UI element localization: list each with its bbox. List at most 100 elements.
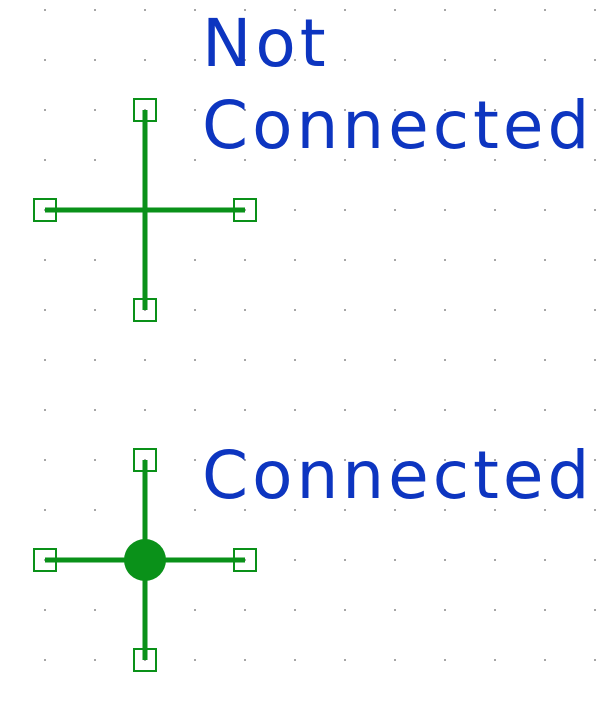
grid-dot — [594, 159, 596, 161]
grid-dot — [44, 159, 46, 161]
pin-top[interactable] — [133, 98, 157, 122]
grid-dot — [544, 209, 546, 211]
grid-dot — [294, 159, 296, 161]
grid-dot — [94, 509, 96, 511]
grid-dot — [494, 259, 496, 261]
grid-dot — [544, 309, 546, 311]
pin-bottom[interactable] — [133, 298, 157, 322]
grid-dot — [94, 159, 96, 161]
grid-dot — [594, 359, 596, 361]
grid-dot — [394, 659, 396, 661]
grid-dot — [44, 509, 46, 511]
pin-left[interactable] — [33, 198, 57, 222]
label-not: Not — [202, 5, 330, 82]
grid-dot — [594, 109, 596, 111]
grid-dot — [544, 159, 546, 161]
grid-dot — [294, 659, 296, 661]
grid-dot — [294, 109, 296, 111]
grid-dot — [244, 259, 246, 261]
grid-dot — [594, 459, 596, 461]
grid-dot — [394, 209, 396, 211]
crossing-connected[interactable] — [33, 448, 257, 672]
grid-dot — [544, 59, 546, 61]
grid-dot — [394, 509, 396, 511]
grid-dot — [544, 259, 546, 261]
grid-dot — [444, 309, 446, 311]
grid-dot — [544, 509, 546, 511]
junction-dot[interactable] — [124, 539, 166, 581]
grid-dot — [394, 259, 396, 261]
grid-dot — [194, 409, 196, 411]
grid-dot — [294, 59, 296, 61]
grid-dot — [594, 309, 596, 311]
grid-dot — [194, 259, 196, 261]
grid-dot — [394, 359, 396, 361]
grid-dot — [494, 159, 496, 161]
grid-dot — [444, 209, 446, 211]
grid-dot — [594, 409, 596, 411]
grid-dot — [144, 359, 146, 361]
grid-dot — [444, 509, 446, 511]
grid-dot — [444, 409, 446, 411]
grid-dot — [394, 559, 396, 561]
grid-dot — [444, 59, 446, 61]
grid-dot — [294, 409, 296, 411]
grid-dot — [294, 459, 296, 461]
grid-dot — [244, 659, 246, 661]
grid-dot — [394, 609, 396, 611]
grid-dot — [244, 409, 246, 411]
grid-dot — [594, 609, 596, 611]
grid-dot — [444, 659, 446, 661]
grid-dot — [44, 309, 46, 311]
grid-dot — [294, 509, 296, 511]
grid-dot — [244, 459, 246, 461]
grid-dot — [344, 259, 346, 261]
grid-dot — [394, 159, 396, 161]
grid-dot — [194, 609, 196, 611]
grid-dot — [394, 109, 396, 111]
grid-dot — [294, 9, 296, 11]
grid-dot — [294, 259, 296, 261]
grid-dot — [494, 659, 496, 661]
grid-dot — [94, 409, 96, 411]
pin-right[interactable] — [233, 548, 257, 572]
grid-dot — [344, 109, 346, 111]
grid-dot — [194, 9, 196, 11]
grid-dot — [44, 409, 46, 411]
grid-dot — [494, 409, 496, 411]
grid-dot — [344, 409, 346, 411]
grid-dot — [344, 459, 346, 461]
grid-dot — [294, 609, 296, 611]
pin-left[interactable] — [33, 548, 57, 572]
grid-dot — [494, 559, 496, 561]
grid-dot — [44, 359, 46, 361]
pin-top[interactable] — [133, 448, 157, 472]
grid-dot — [294, 359, 296, 361]
grid-dot — [494, 309, 496, 311]
grid-dot — [44, 109, 46, 111]
grid-dot — [194, 59, 196, 61]
grid-dot — [344, 9, 346, 11]
grid-dot — [144, 9, 146, 11]
pin-bottom[interactable] — [133, 648, 157, 672]
dot-grid — [44, 9, 596, 661]
grid-dot — [144, 59, 146, 61]
grid-dot — [594, 259, 596, 261]
grid-dot — [444, 159, 446, 161]
grid-dot — [244, 9, 246, 11]
grid-dot — [244, 509, 246, 511]
grid-dot — [344, 559, 346, 561]
grid-dot — [444, 459, 446, 461]
grid-dot — [494, 209, 496, 211]
grid-dot — [494, 359, 496, 361]
crossing-not-connected[interactable] — [33, 98, 257, 322]
grid-dot — [544, 609, 546, 611]
grid-dot — [294, 209, 296, 211]
grid-dot — [294, 559, 296, 561]
grid-dot — [344, 209, 346, 211]
grid-dot — [494, 459, 496, 461]
pin-right[interactable] — [233, 198, 257, 222]
grid-dot — [44, 9, 46, 11]
grid-dot — [344, 59, 346, 61]
